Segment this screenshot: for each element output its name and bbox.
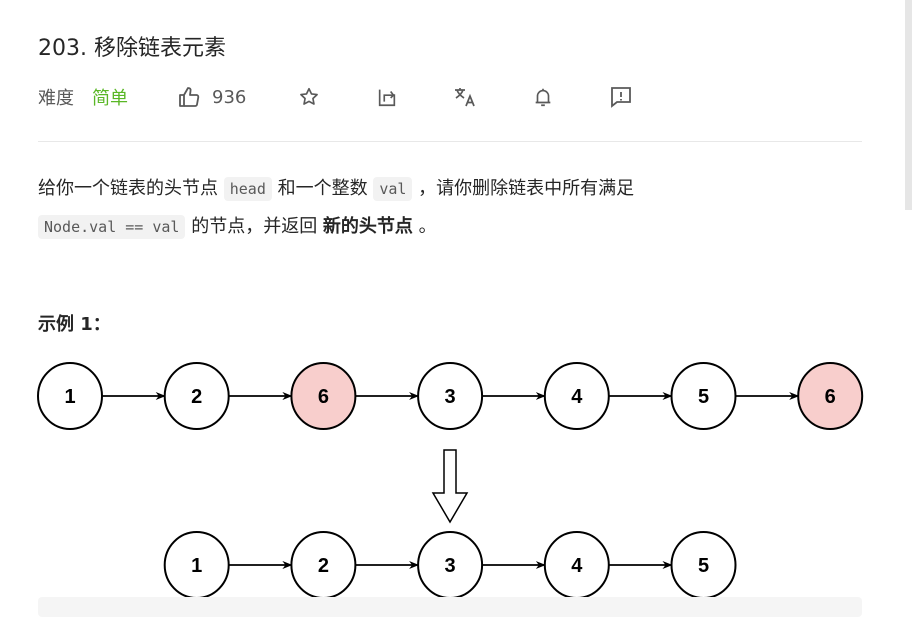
- example-code-block: [38, 597, 862, 617]
- linked-list-diagram: 1 2 6 3 4 5 6 1 2 3 4 5: [37, 362, 864, 599]
- divider: [38, 141, 862, 142]
- down-arrow-icon: [431, 449, 469, 524]
- desc-text: 给你一个链表的头节点: [38, 178, 224, 199]
- after-node-label: 5: [698, 555, 709, 577]
- before-node-label: 1: [64, 386, 75, 408]
- after-node-label: 4: [571, 555, 583, 577]
- like-count: 936: [212, 86, 247, 108]
- after-node-label: 1: [191, 555, 202, 577]
- inline-code-head: head: [223, 177, 272, 201]
- difficulty-badge: 简单: [92, 88, 128, 109]
- desc-text: 。: [412, 216, 437, 237]
- before-node-label: 6: [825, 386, 836, 408]
- share-icon[interactable]: [374, 84, 400, 110]
- after-node-label: 2: [318, 555, 329, 577]
- thumbs-up-icon: [176, 84, 202, 110]
- desc-text: 和一个整数: [271, 178, 374, 199]
- before-node-label: 2: [191, 386, 202, 408]
- problem-title: 203. 移除链表元素: [38, 36, 226, 61]
- difficulty-label: 难度: [38, 88, 74, 109]
- before-node-label: 3: [445, 386, 456, 408]
- problem-description: 给你一个链表的头节点 head 和一个整数 val ，请你删除链表中所有满足 N…: [38, 170, 868, 246]
- before-node-label: 4: [571, 386, 583, 408]
- after-node-label: 3: [445, 555, 456, 577]
- bell-icon[interactable]: [530, 84, 556, 110]
- desc-bold: 新的头节点: [322, 216, 413, 237]
- inline-code-condition: Node.val == val: [38, 215, 186, 239]
- example-title: 示例 1：: [38, 314, 111, 335]
- inline-code-val: val: [373, 177, 413, 201]
- before-node-label: 5: [698, 386, 709, 408]
- like-button[interactable]: 936: [176, 84, 246, 110]
- scrollbar[interactable]: [905, 0, 912, 210]
- desc-text: 的节点，并返回: [185, 216, 323, 237]
- before-node-removed: [797, 362, 864, 430]
- problem-meta: 难度 简单 936: [38, 83, 634, 111]
- before-node-label: 6: [318, 386, 329, 408]
- star-icon[interactable]: [296, 84, 322, 110]
- desc-text: ，请你删除链表中所有满足: [412, 178, 635, 199]
- translate-icon[interactable]: [452, 84, 478, 110]
- feedback-icon[interactable]: [608, 84, 634, 110]
